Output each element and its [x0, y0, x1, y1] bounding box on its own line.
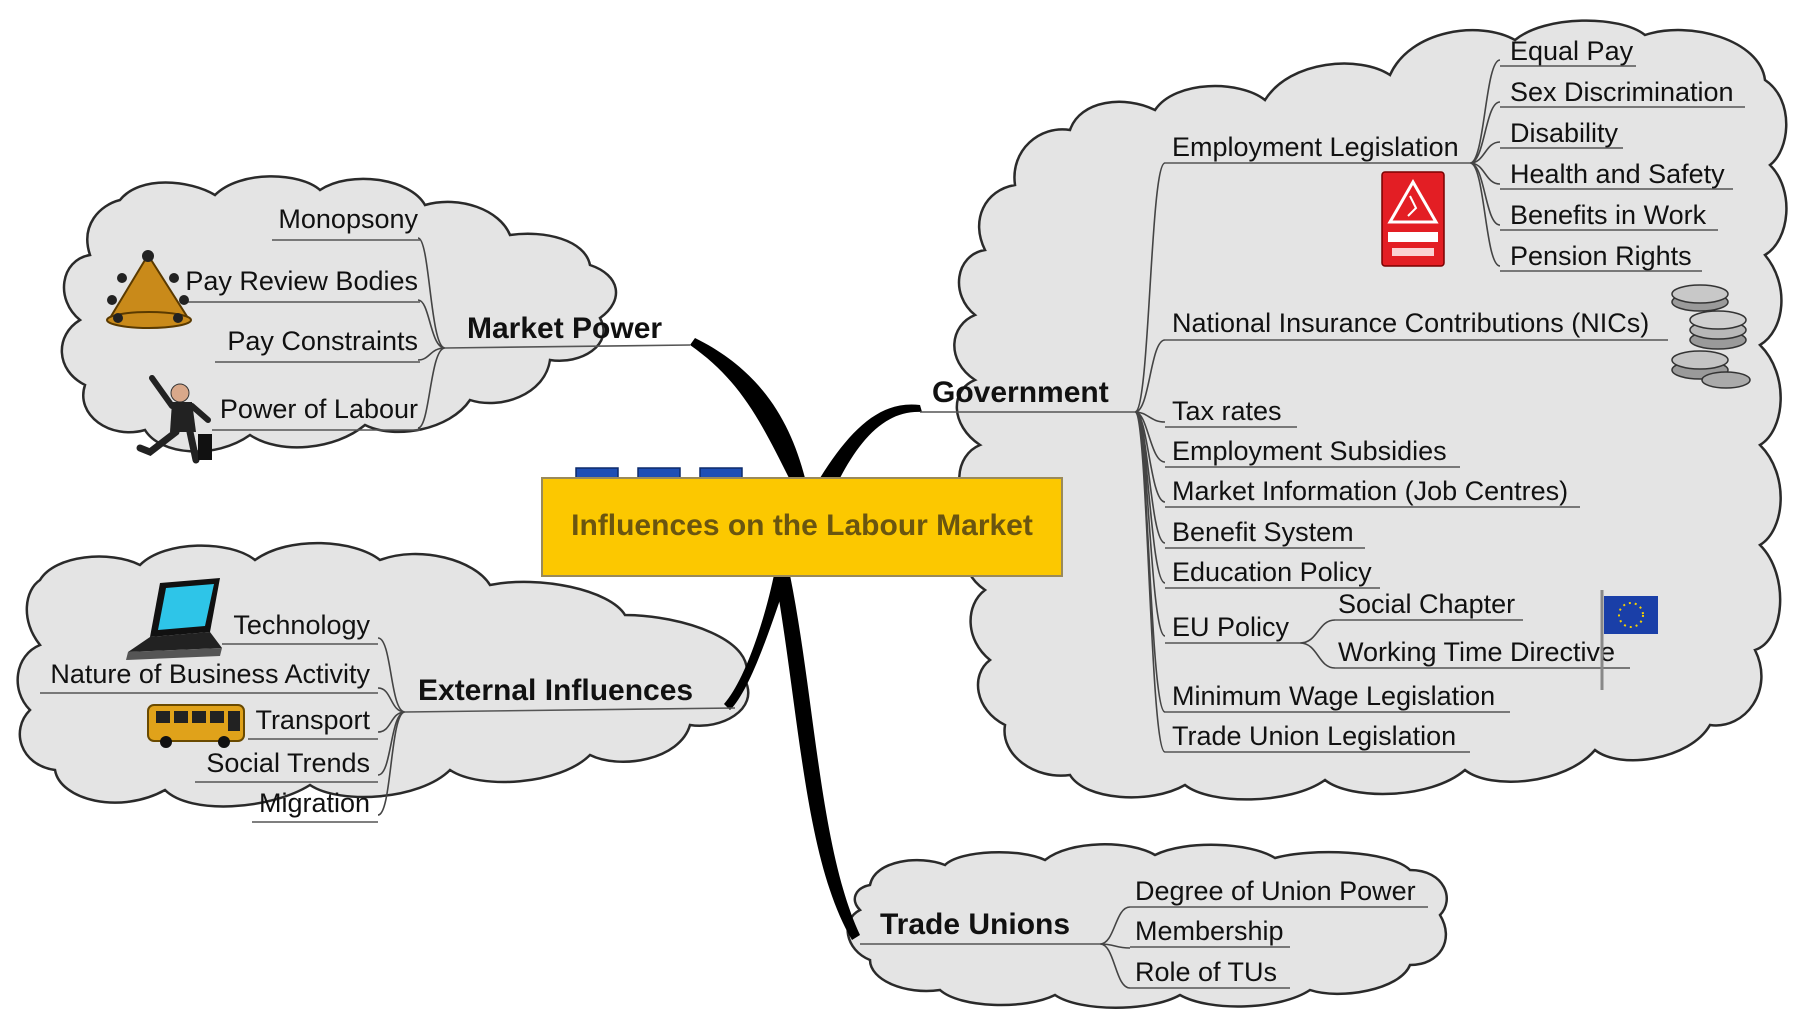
leaf-tax-rates[interactable]: Tax rates: [1172, 396, 1282, 426]
sub-eu-policy[interactable]: EU Policy: [1172, 612, 1290, 642]
emp-leg-connector-lines: [1469, 59, 1501, 267]
branch-government[interactable]: Government: [932, 376, 1109, 409]
leaf-social-trends[interactable]: Social Trends: [206, 748, 370, 778]
bus-icon: [147, 704, 245, 748]
leaf-employment-subsidies[interactable]: Employment Subsidies: [1172, 436, 1447, 466]
gov-connector-lines: [1134, 162, 1166, 753]
mp-connector-lines: [417, 237, 446, 429]
leaf-role-of-tus[interactable]: Role of TUs: [1135, 957, 1277, 987]
leaf-disability[interactable]: Disability: [1510, 118, 1619, 148]
leaf-benefits-in-work[interactable]: Benefits in Work: [1510, 200, 1707, 230]
leaf-education-policy[interactable]: Education Policy: [1172, 557, 1372, 587]
leaf-membership[interactable]: Membership: [1135, 916, 1284, 946]
danger-sign-icon: [1381, 171, 1445, 267]
leaf-health-and-safety[interactable]: Health and Safety: [1510, 159, 1725, 189]
meeting-pyramid-icon: [106, 250, 192, 329]
eu-connector-lines: [1299, 619, 1336, 669]
leaf-social-chapter[interactable]: Social Chapter: [1338, 589, 1515, 619]
coins-icon: [1671, 284, 1751, 389]
leaf-working-time-directive[interactable]: Working Time Directive: [1338, 637, 1615, 667]
laptop-icon: [126, 578, 222, 660]
leaf-market-information[interactable]: Market Information (Job Centres): [1172, 476, 1568, 506]
leaf-pay-constraints[interactable]: Pay Constraints: [227, 326, 418, 356]
leaf-equal-pay[interactable]: Equal Pay: [1510, 36, 1634, 66]
leaf-trade-union-legislation[interactable]: Trade Union Legislation: [1172, 721, 1456, 751]
connector-trade-unions: [775, 575, 860, 940]
leaf-national-insurance-contributions[interactable]: National Insurance Contributions (NICs): [1172, 308, 1649, 338]
branch-trade-unions[interactable]: Trade Unions: [880, 908, 1070, 941]
sub-employment-legislation[interactable]: Employment Legislation: [1172, 132, 1459, 162]
connector-government: [820, 404, 922, 478]
branch-external-influences[interactable]: External Influences: [418, 674, 693, 707]
connector-market-power: [690, 338, 805, 480]
market-power-cloud: [60, 175, 618, 453]
eu-flag-icon: [1600, 590, 1658, 690]
leaf-degree-of-union-power[interactable]: Degree of Union Power: [1135, 876, 1416, 906]
central-topic-box[interactable]: [541, 477, 1063, 577]
leaf-pay-review-bodies[interactable]: Pay Review Bodies: [185, 266, 418, 296]
leaf-minimum-wage-legislation[interactable]: Minimum Wage Legislation: [1172, 681, 1495, 711]
leaf-power-of-labour[interactable]: Power of Labour: [220, 394, 418, 424]
leaf-sex-discrimination[interactable]: Sex Discrimination: [1510, 77, 1734, 107]
jumping-businessman-icon: [136, 375, 212, 464]
tu-connector-lines: [1099, 906, 1131, 989]
leaf-nature-of-business-activity[interactable]: Nature of Business Activity: [50, 659, 370, 689]
leaf-technology[interactable]: Technology: [233, 610, 370, 640]
central-topic-label: Influences on the Labour Market: [571, 509, 1033, 542]
leaf-monopsony[interactable]: Monopsony: [278, 204, 418, 234]
government-cloud: [953, 19, 1788, 801]
trade-unions-cloud: [846, 843, 1448, 1009]
leaf-benefit-system[interactable]: Benefit System: [1172, 517, 1354, 547]
ext-connector-lines: [377, 637, 406, 816]
leaf-migration[interactable]: Migration: [259, 788, 370, 818]
connector-external: [724, 570, 790, 710]
leaf-pension-rights[interactable]: Pension Rights: [1510, 241, 1692, 271]
branch-market-power[interactable]: Market Power: [467, 312, 662, 345]
leaf-transport[interactable]: Transport: [255, 705, 370, 735]
